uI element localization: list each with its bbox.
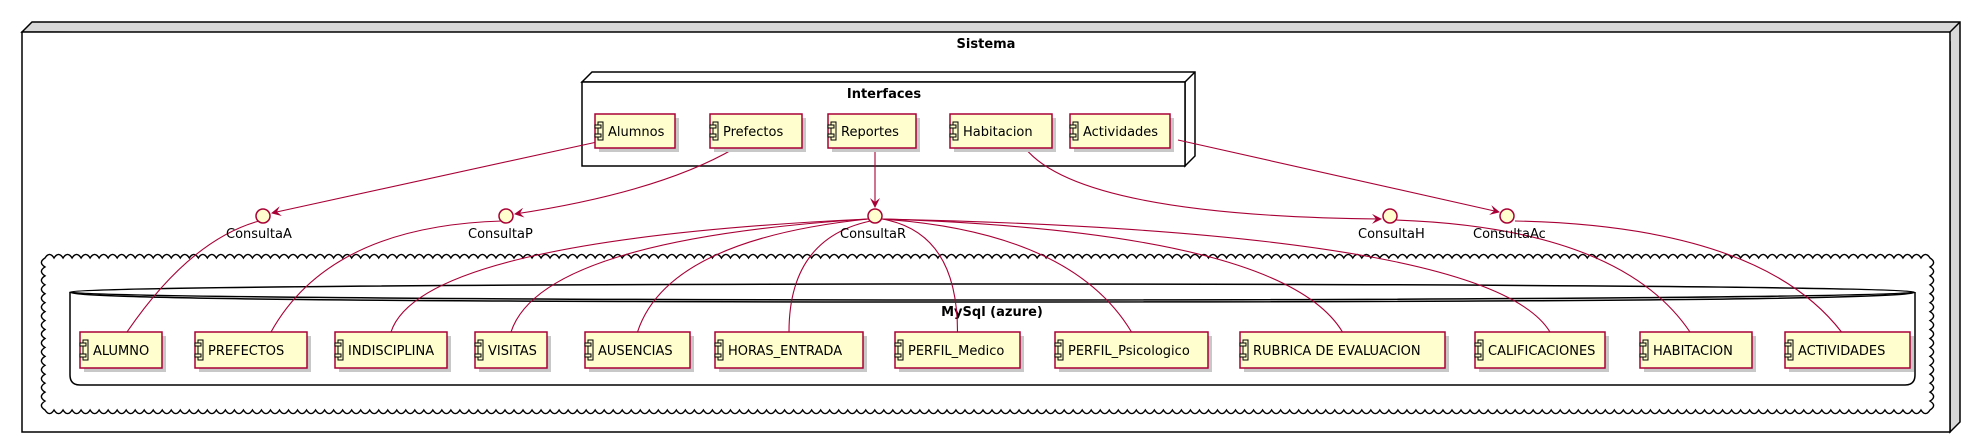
link-consultar-visitas <box>510 218 869 333</box>
component-actividades: Actividades <box>1069 113 1174 152</box>
link-consultar-ausencias <box>636 218 869 333</box>
component-icon <box>474 339 484 361</box>
link-consultaa-alumno <box>126 220 260 333</box>
table-alumno: ALUMNO <box>79 331 166 372</box>
component-icon <box>1069 121 1079 141</box>
component-reportes: Reportes <box>827 113 920 152</box>
component-icon <box>894 339 904 361</box>
component-prefectos: Prefectos <box>709 113 806 152</box>
table-prefectos-label: PREFECTOS <box>208 344 284 359</box>
links-layer <box>126 139 1842 333</box>
link-consultah-habitacion <box>1395 219 1691 333</box>
component-icon <box>79 339 89 361</box>
link-consultar-rubrica-de-evaluacion <box>881 218 1343 333</box>
lollipop-icon <box>1499 208 1515 224</box>
component-icon <box>594 121 604 141</box>
table-actividades-label: ACTIVIDADES <box>1798 344 1885 359</box>
arrow-alumnos-consultaa <box>271 141 598 216</box>
consultah-label: ConsultaH <box>1358 227 1425 242</box>
lollipop-icon <box>867 208 883 224</box>
table-perfil-psicologico-label: PERFIL_Psicologico <box>1068 344 1190 359</box>
component-icon <box>584 339 594 361</box>
link-consultar-calificaciones <box>881 218 1551 333</box>
table-visitas-label: VISITAS <box>488 344 537 359</box>
link-consultar-perfil-psicologico <box>881 218 1132 333</box>
interface-consultaac: ConsultaAc <box>1473 208 1546 242</box>
table-ausencias: AUSENCIAS <box>584 331 694 372</box>
system-title: Sistema <box>957 37 1016 52</box>
component-icon <box>949 121 959 141</box>
consultaac-label: ConsultaAc <box>1473 227 1546 242</box>
component-icon <box>1239 339 1249 361</box>
consultap-label: ConsultaP <box>468 227 533 242</box>
table-visitas: VISITAS <box>474 331 551 372</box>
component-habitacion: Habitacion <box>949 113 1056 152</box>
arrow-prefectos-consultap <box>514 147 736 218</box>
interface-consultar: ConsultaR <box>840 208 906 242</box>
component-icon <box>714 339 724 361</box>
arrow-habitacion-consultah <box>1024 147 1382 224</box>
component-alumnos: Alumnos <box>594 113 679 152</box>
cloud-title: MySql (azure) <box>941 305 1043 320</box>
component-habitacion-label: Habitacion <box>963 125 1033 140</box>
component-icon <box>194 339 204 361</box>
table-prefectos: PREFECTOS <box>194 331 311 372</box>
link-consultar-horas-entrada <box>788 218 883 333</box>
link-consultar-perfil-medico <box>881 218 959 333</box>
table-rubrica-de-evaluacion-label: RUBRICA DE EVALUACION <box>1253 344 1421 359</box>
table-calificaciones: CALIFICACIONES <box>1474 331 1609 372</box>
table-habitacion: HABITACION <box>1639 331 1756 372</box>
component-reportes-label: Reportes <box>841 125 899 140</box>
consultaa-label: ConsultaA <box>226 227 292 242</box>
link-consultar-indisciplina <box>390 218 869 333</box>
table-calificaciones-label: CALIFICACIONES <box>1488 344 1595 359</box>
lollipop-icon <box>255 208 271 224</box>
component-icon <box>1639 339 1649 361</box>
component-icon <box>1054 339 1064 361</box>
component-icon <box>334 339 344 361</box>
link-consultap-prefectos <box>270 220 503 333</box>
component-prefectos-label: Prefectos <box>723 125 783 140</box>
table-indisciplina-label: INDISCIPLINA <box>348 344 434 359</box>
table-perfil-psicologico: PERFIL_Psicologico <box>1054 331 1212 372</box>
interface-consultah: ConsultaH <box>1358 208 1425 242</box>
component-alumnos-label: Alumnos <box>608 125 665 140</box>
component-icon <box>827 121 837 141</box>
consultar-label: ConsultaR <box>840 227 906 242</box>
lollipop-icon <box>1382 208 1398 224</box>
interface-consultaa: ConsultaA <box>226 208 292 242</box>
table-indisciplina: INDISCIPLINA <box>334 331 451 372</box>
table-perfil-medico: PERFIL_Medico <box>894 331 1024 372</box>
component-icon <box>709 121 719 141</box>
table-rubrica-de-evaluacion: RUBRICA DE EVALUACION <box>1239 331 1449 372</box>
component-actividades-label: Actividades <box>1083 125 1158 140</box>
table-ausencias-label: AUSENCIAS <box>598 344 673 359</box>
table-actividades: ACTIVIDADES <box>1784 331 1914 372</box>
table-alumno-label: ALUMNO <box>93 344 149 359</box>
arrow-actividades-consultaac <box>1177 139 1500 215</box>
link-consultaac-actividades <box>1514 220 1842 333</box>
component-icon <box>1784 339 1794 361</box>
interface-consultap: ConsultaP <box>468 208 533 242</box>
components-layer: Alumnos Prefectos Reportes Habitacion Activi… <box>79 113 1914 372</box>
table-horas-entrada: HORAS_ENTRADA <box>714 331 867 372</box>
table-horas-entrada-label: HORAS_ENTRADA <box>728 344 842 359</box>
component-icon <box>1474 339 1484 361</box>
interfaces-title: Interfaces <box>847 87 921 102</box>
table-perfil-medico-label: PERFIL_Medico <box>908 344 1004 359</box>
lollipop-icon <box>498 208 514 224</box>
table-habitacion-label: HABITACION <box>1653 344 1733 359</box>
